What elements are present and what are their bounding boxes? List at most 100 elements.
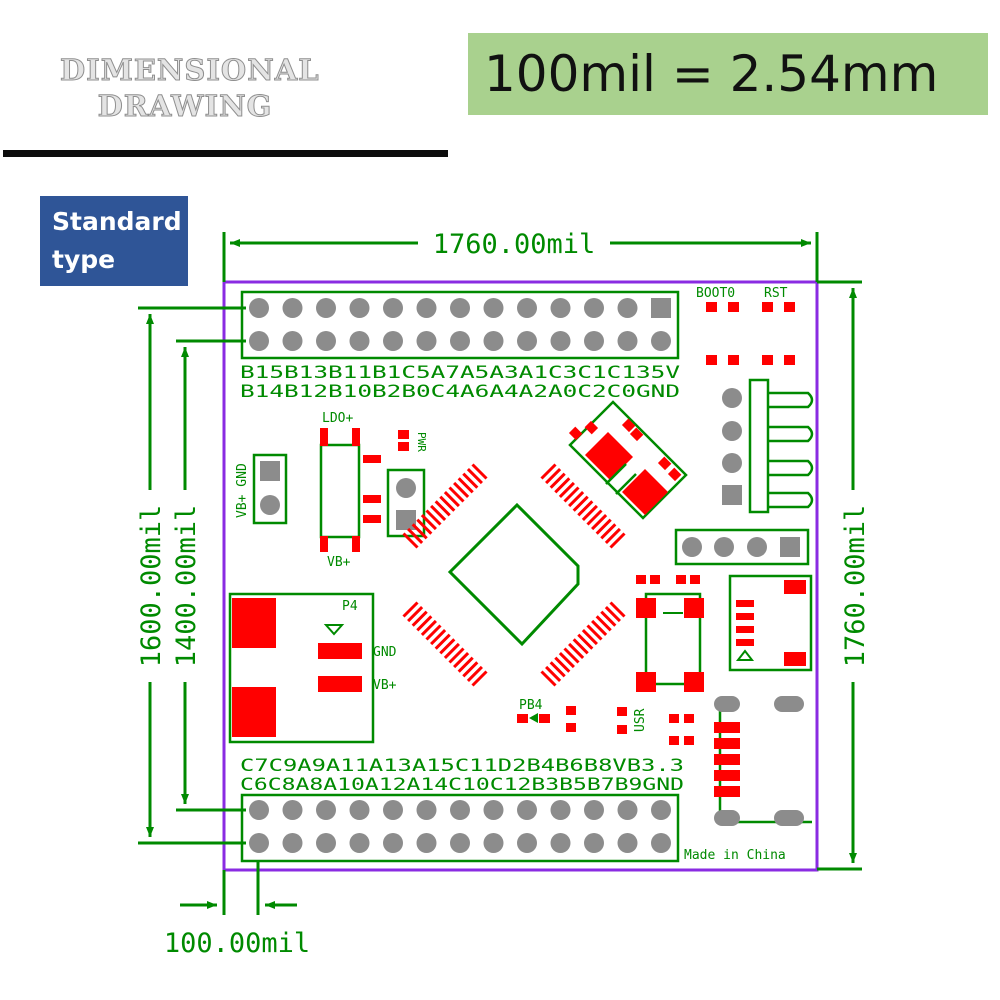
mcu-chip — [402, 463, 626, 687]
mcu-pin — [545, 665, 562, 682]
dim-height-right-label: 1760.00mil — [840, 505, 871, 668]
user-button — [636, 575, 704, 692]
mcu-pin — [586, 624, 603, 641]
mcu-pin — [425, 509, 442, 526]
header-pin — [383, 298, 403, 318]
mcu-pin — [430, 629, 447, 646]
mcu-pin — [549, 472, 566, 489]
header-pin — [550, 833, 571, 853]
header-pin — [550, 331, 571, 351]
header-pin — [282, 833, 303, 853]
mcu-pin — [448, 486, 465, 503]
bottom-pin-labels-row-2: C6C8A8A10A12A14C10C12B3B5B7B9GND — [240, 775, 684, 795]
board-outline — [222, 280, 819, 872]
power-jumper — [386, 468, 426, 538]
header-pin — [483, 800, 504, 820]
p4-vb-label: VB+ — [373, 678, 397, 693]
mcu-pin — [434, 500, 451, 517]
header-pin — [450, 800, 470, 820]
header-pin — [416, 800, 437, 820]
header-pin — [550, 298, 571, 318]
mcu-pin — [595, 615, 612, 632]
top-pin-labels-row-2: B14B12B10B2B0C4A6A4A2A0C2C0GND — [240, 382, 680, 402]
header-pin — [651, 298, 671, 318]
header-pin — [517, 833, 537, 853]
mcu-pin — [586, 509, 603, 526]
header-pin — [450, 331, 470, 351]
header-pin — [316, 298, 336, 318]
mcu-pin — [609, 601, 626, 618]
mcu-pin — [471, 463, 488, 480]
mcu-pin — [572, 495, 589, 512]
header-pin — [450, 833, 470, 853]
mcu-pin — [411, 523, 428, 540]
header-pin — [349, 833, 370, 853]
mcu-pin — [581, 629, 598, 646]
swd-header — [674, 528, 810, 566]
battery-label: VB+ GND — [235, 463, 250, 518]
unit-conversion-banner: 100mil = 2.54mm — [468, 33, 988, 115]
title-line-1: DIMENSIONAL — [60, 53, 320, 88]
mcu-pin — [471, 670, 488, 687]
header-pin — [584, 800, 604, 820]
rst-label: RST — [764, 286, 788, 301]
mcu-pin — [434, 633, 451, 650]
top-header-pins — [249, 298, 671, 351]
mcu-pin — [462, 661, 479, 678]
usr-led: USR — [617, 707, 694, 745]
mcu-pin — [420, 619, 437, 636]
battery-header: VB+ GND — [235, 453, 288, 525]
made-in-label: Made in China — [684, 848, 786, 863]
p4-gnd-label: GND — [373, 645, 397, 660]
header-pin — [316, 800, 336, 820]
header-pin — [416, 331, 437, 351]
bottom-header-pins — [249, 800, 671, 853]
header-pin — [617, 331, 638, 351]
mcu-pin — [558, 652, 575, 669]
mcu-pin — [462, 472, 479, 489]
header-pin — [517, 298, 537, 318]
mcu-pin — [453, 481, 470, 498]
mcu-pin — [558, 481, 575, 498]
mcu-pin — [425, 624, 442, 641]
mcu-pin — [609, 532, 626, 549]
mcu-pin — [453, 652, 470, 669]
p4-label: P4 — [342, 599, 358, 614]
header-pin — [349, 800, 370, 820]
header-pin — [617, 833, 638, 853]
header-pin — [416, 298, 437, 318]
header-pin — [617, 800, 638, 820]
header-pin — [651, 331, 671, 351]
mcu-pin — [439, 495, 456, 512]
mcu-pin — [577, 500, 594, 517]
crystal — [568, 400, 688, 520]
dimension-lines — [138, 232, 862, 915]
usr-label: USR — [633, 708, 648, 732]
pb4-label: PB4 — [519, 698, 543, 713]
mcu-pin — [540, 463, 557, 480]
dimension-labels: 1760.00mil 1600.00mil 1400.00mil 1760.00… — [136, 229, 871, 959]
header-pin — [483, 331, 504, 351]
ldo-label: LDO+ — [322, 411, 353, 426]
mcu-pin — [581, 504, 598, 521]
header-pin — [651, 833, 671, 853]
board-type-badge: Standard type — [40, 196, 188, 286]
header-pin — [316, 331, 336, 351]
mcu-pin — [407, 527, 424, 544]
mcu-pin — [600, 610, 617, 627]
mcu-pin — [416, 518, 433, 535]
mcu-pin — [430, 504, 447, 521]
mcu-pin — [604, 606, 621, 623]
header-pin — [282, 331, 303, 351]
header-pin — [450, 298, 470, 318]
top-pin-labels-row-1: B15B13B11B1C5A7A5A3A1C3C1C135V — [240, 363, 680, 383]
mcu-pin — [563, 486, 580, 503]
header-pin-labels: B15B13B11B1C5A7A5A3A1C3C1C135V B14B12B10… — [240, 363, 684, 795]
p4-connector: P4 GND VB+ — [228, 592, 397, 744]
mcu-pin — [443, 491, 460, 508]
header-pin — [249, 298, 269, 318]
top-header-frame — [240, 290, 680, 360]
mcu-pin — [545, 468, 562, 485]
header-pin — [383, 331, 403, 351]
